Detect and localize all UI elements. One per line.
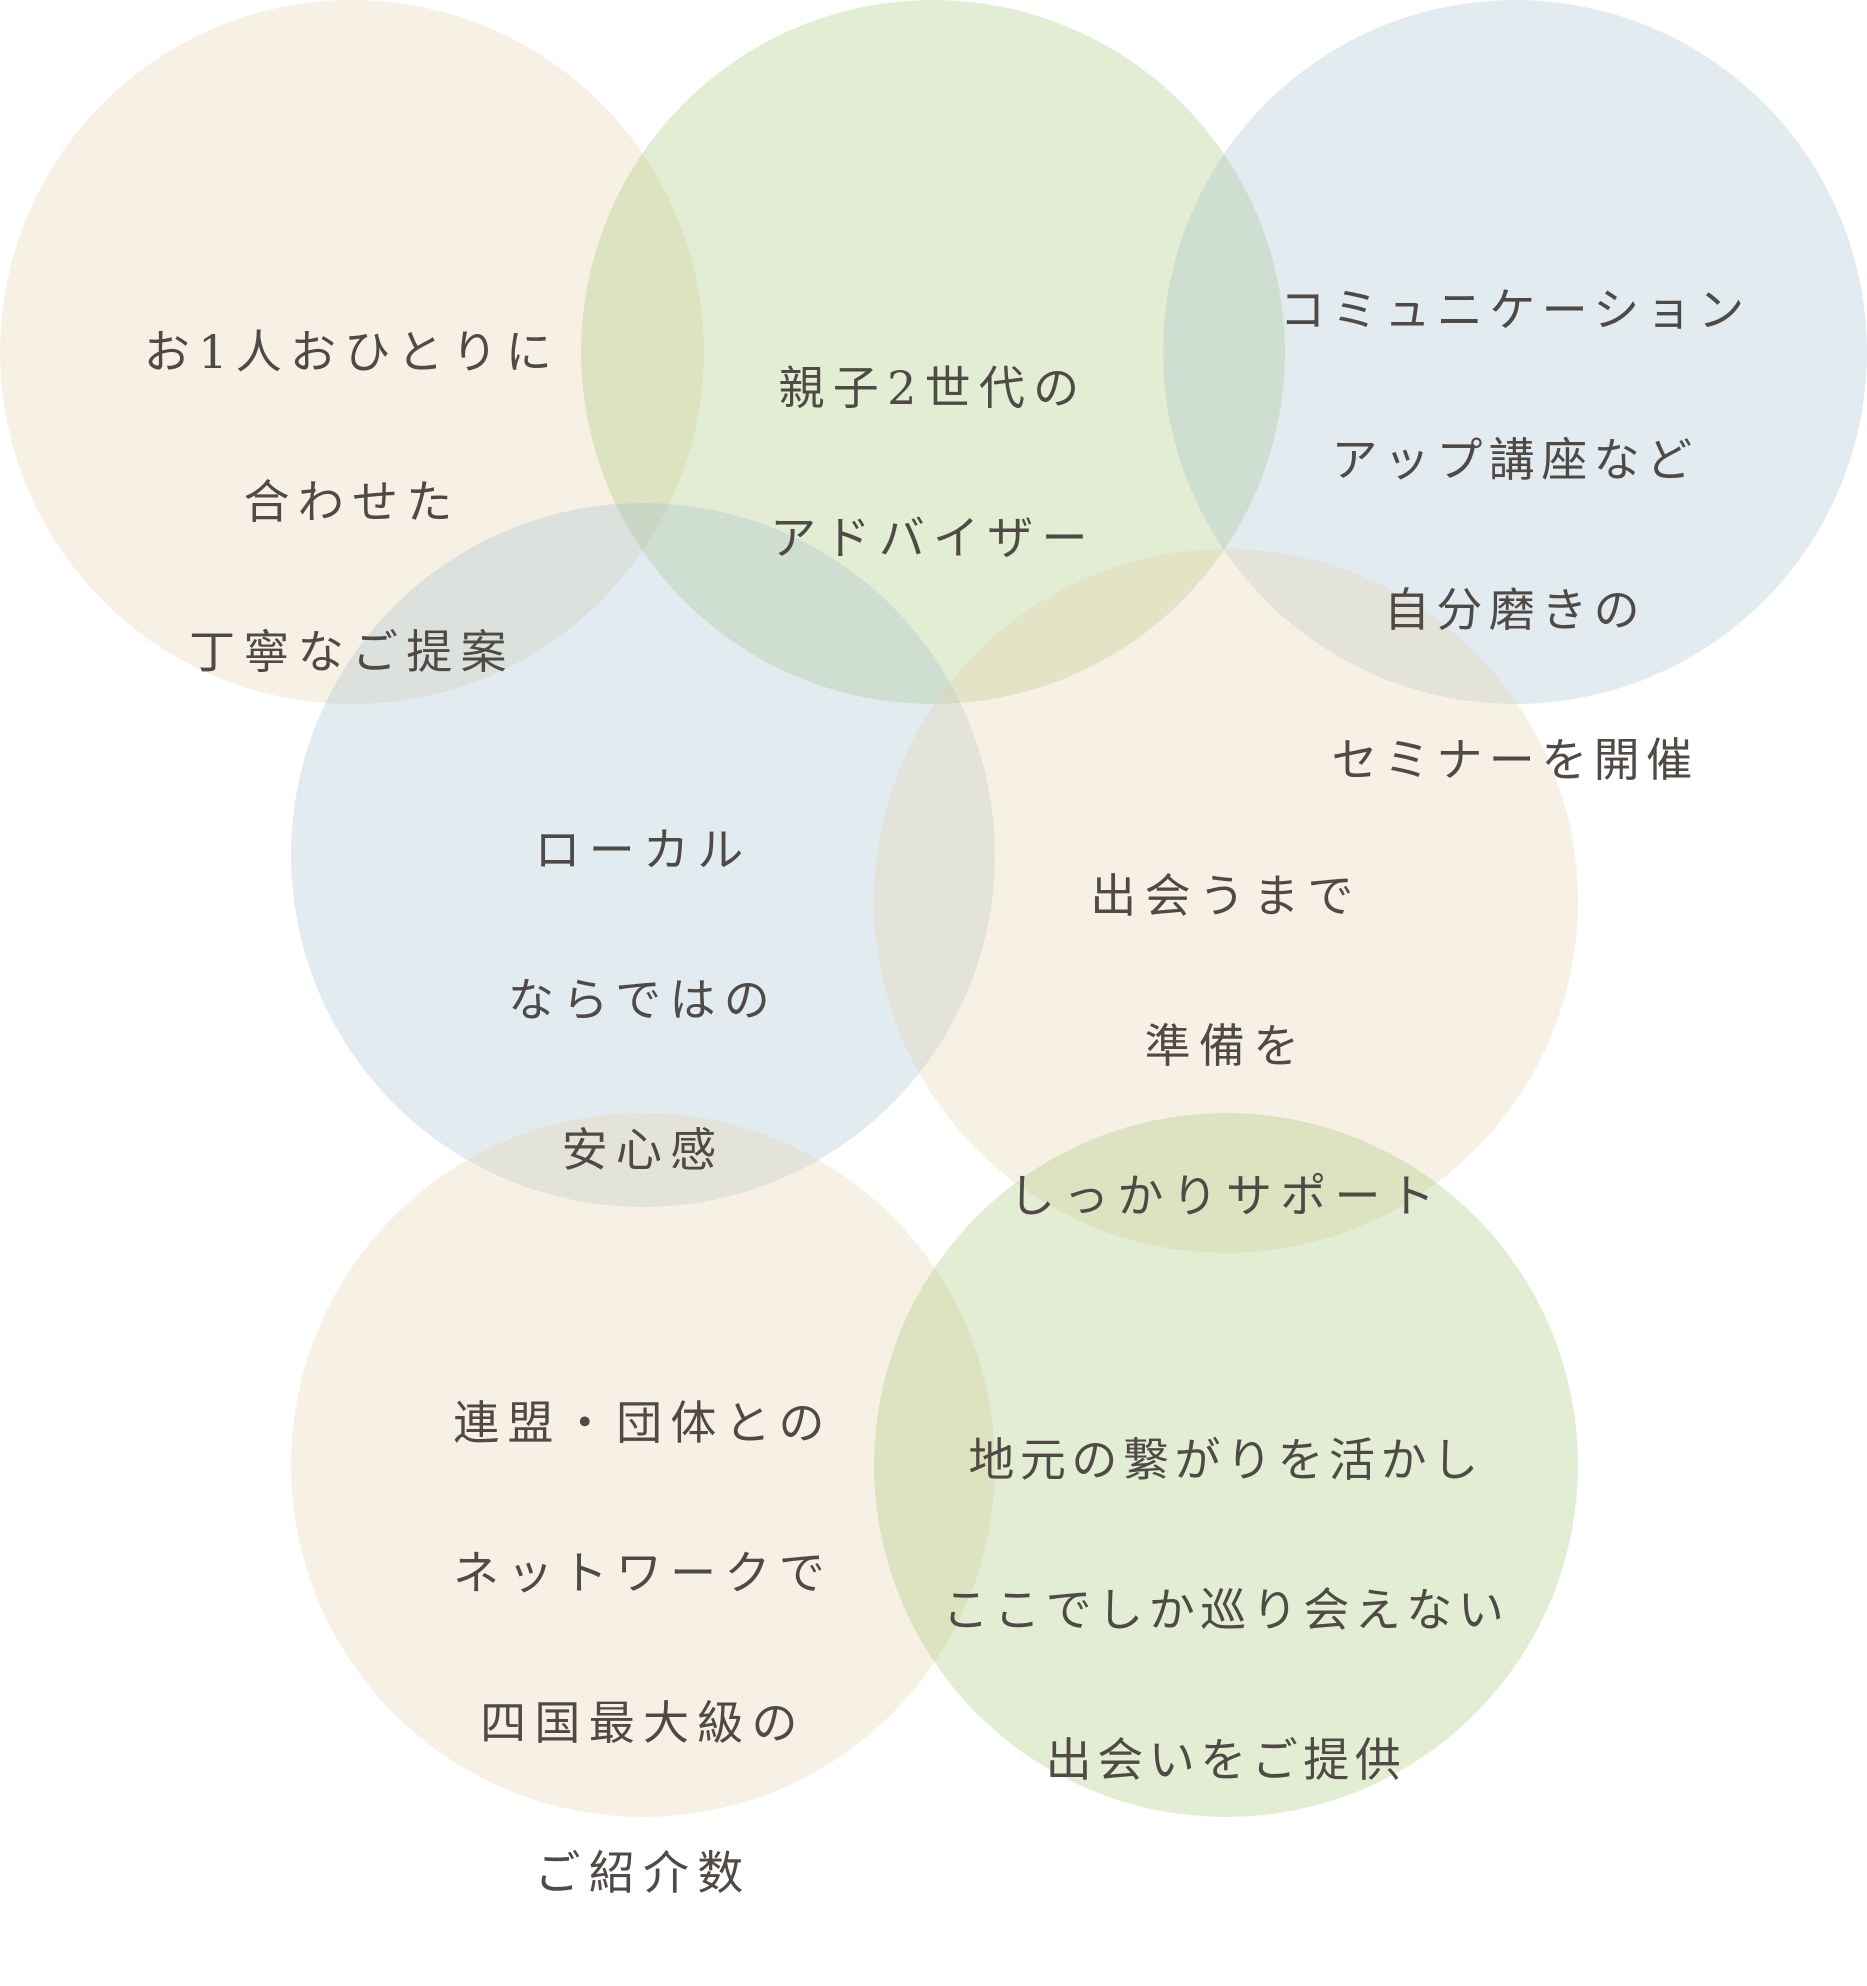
- circle-network: [291, 1113, 995, 1817]
- text-line: 準備を: [1144, 1019, 1308, 1073]
- text-line: お1人おひとりに: [143, 325, 561, 379]
- text-line: 四国最大級の: [480, 1696, 806, 1750]
- text-line: 合わせた: [243, 475, 461, 529]
- text-line: 安心感: [561, 1123, 725, 1177]
- text-line: 自分磨きの: [1383, 583, 1647, 637]
- text-line: ここでしか巡り会えない: [942, 1583, 1510, 1637]
- text-line: 出会うまで: [1090, 869, 1362, 923]
- circle-text-two-generation-advisors: 親子2世代の アドバイザー: [581, 276, 1285, 651]
- text-line: ならではの: [507, 973, 779, 1027]
- text-line: しっかりサポート: [1008, 1169, 1444, 1223]
- circle-personal-proposal: [0, 0, 704, 704]
- text-line: 出会いをご提供: [1045, 1733, 1407, 1787]
- text-line: 親子2世代の: [778, 361, 1088, 415]
- text-line: 連盟・団体との: [453, 1396, 833, 1450]
- text-line: セミナーを開催: [1331, 733, 1699, 787]
- circle-text-local-reassurance: ローカル ならではの 安心感: [291, 738, 995, 1263]
- circle-text-seminars: コミュニケーション アップ講座など 自分磨きの セミナーを開催: [1163, 198, 1867, 873]
- circle-seminars: [1163, 0, 1867, 704]
- circle-support: [874, 549, 1578, 1253]
- text-line: アドバイザー: [770, 511, 1096, 565]
- text-line: コミュニケーション: [1279, 283, 1751, 337]
- text-line: ローカル: [534, 823, 752, 877]
- text-line: 地元の繋がりを活かし: [968, 1433, 1484, 1487]
- text-line: アップ講座など: [1331, 433, 1699, 487]
- circle-text-support: 出会うまで 準備を しっかりサポート: [874, 784, 1578, 1309]
- circle-text-personal-proposal: お1人おひとりに 合わせた 丁寧なご提案: [0, 240, 704, 765]
- circle-local-connections: [874, 1113, 1578, 1817]
- circle-text-local-connections: 地元の繋がりを活かし ここでしか巡り会えない 出会いをご提供: [874, 1348, 1578, 1873]
- text-line: ネットワークで: [453, 1546, 833, 1600]
- circle-local-reassurance: [291, 503, 995, 1207]
- circle-two-generation-advisors: [581, 0, 1285, 704]
- text-line: 丁寧なご提案: [189, 625, 515, 679]
